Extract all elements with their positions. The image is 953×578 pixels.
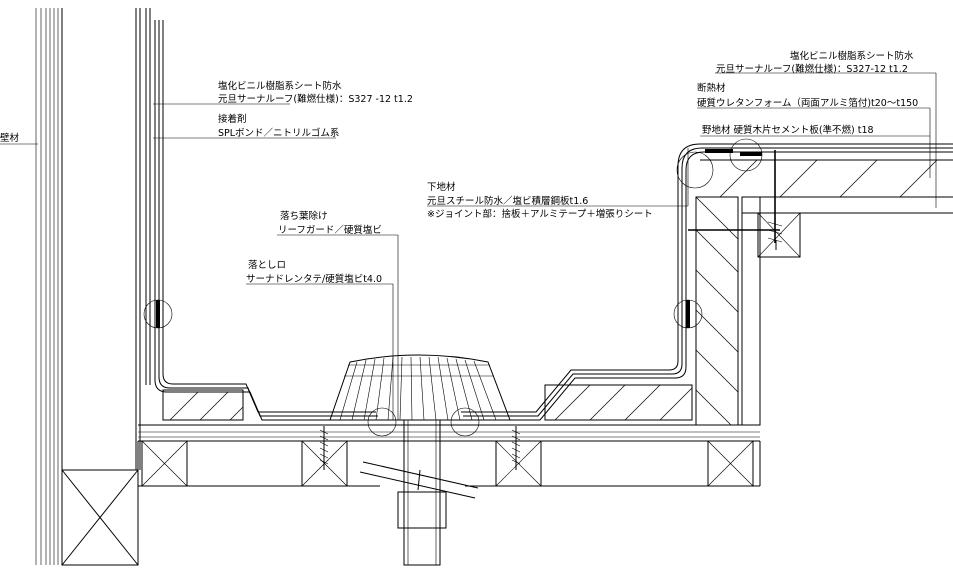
drain-right-circle [450,407,480,437]
screws [319,426,521,470]
leaf-guard-label-1: 落ち葉除け [280,210,328,222]
left-wall-label: 壁材 [0,132,20,144]
drain-label-1: 落としロ [248,259,286,271]
insulation-label-1: 断熱材 [697,82,726,94]
right-gutter-liner [461,143,953,421]
substrate-label-1: 下地材 [427,181,456,193]
right-parapet [695,196,953,426]
left-gutter-liner [154,20,380,421]
top-left-circle [676,151,714,189]
left-wall [35,8,151,566]
base-deck [137,424,761,487]
right-membrane-label-1: 塩化ビニル樹脂系シート防水 [790,50,914,62]
left-membrane-label-2: 元旦サーナルーフ(難燃仕様)：S327 -12 t1.2 [218,93,413,105]
leaf-guard-dome [329,354,511,421]
drain-label-2: サーナドレンタテ/硬質塩ビt4.0 [246,273,382,285]
drain-pipe [359,419,479,566]
base-board-label: 野地材 硬質木片セメント板(準不燃) t18 [702,124,874,136]
adhesive-label-2: SPLボンド／ニトリルゴム系 [218,127,339,139]
substrate-label-2: 元旦スチール防水／塩ビ積層鋼板t1.6 [427,195,588,207]
substrate-label-3: ※ジョイント部：捨板＋アルミテープ＋増張りシート [427,208,653,220]
leaf-guard-label-2: リーフガード／硬質塩ビ [278,224,382,236]
adhesive-label-1: 接着剤 [218,113,247,125]
right-membrane-label-2: 元旦サーナルーフ(難燃仕様)：S327-12 t1.2 [716,63,908,75]
leaders [153,72,937,420]
drain-left-circle [367,407,397,437]
insulation-label-2: 硬質ウレタンフォーム（両面アルミ箔付)t20～t150 [697,97,918,109]
roof-insulation [700,159,953,198]
left-membrane-label-1: 塩化ビニル樹脂系シート防水 [218,80,342,92]
